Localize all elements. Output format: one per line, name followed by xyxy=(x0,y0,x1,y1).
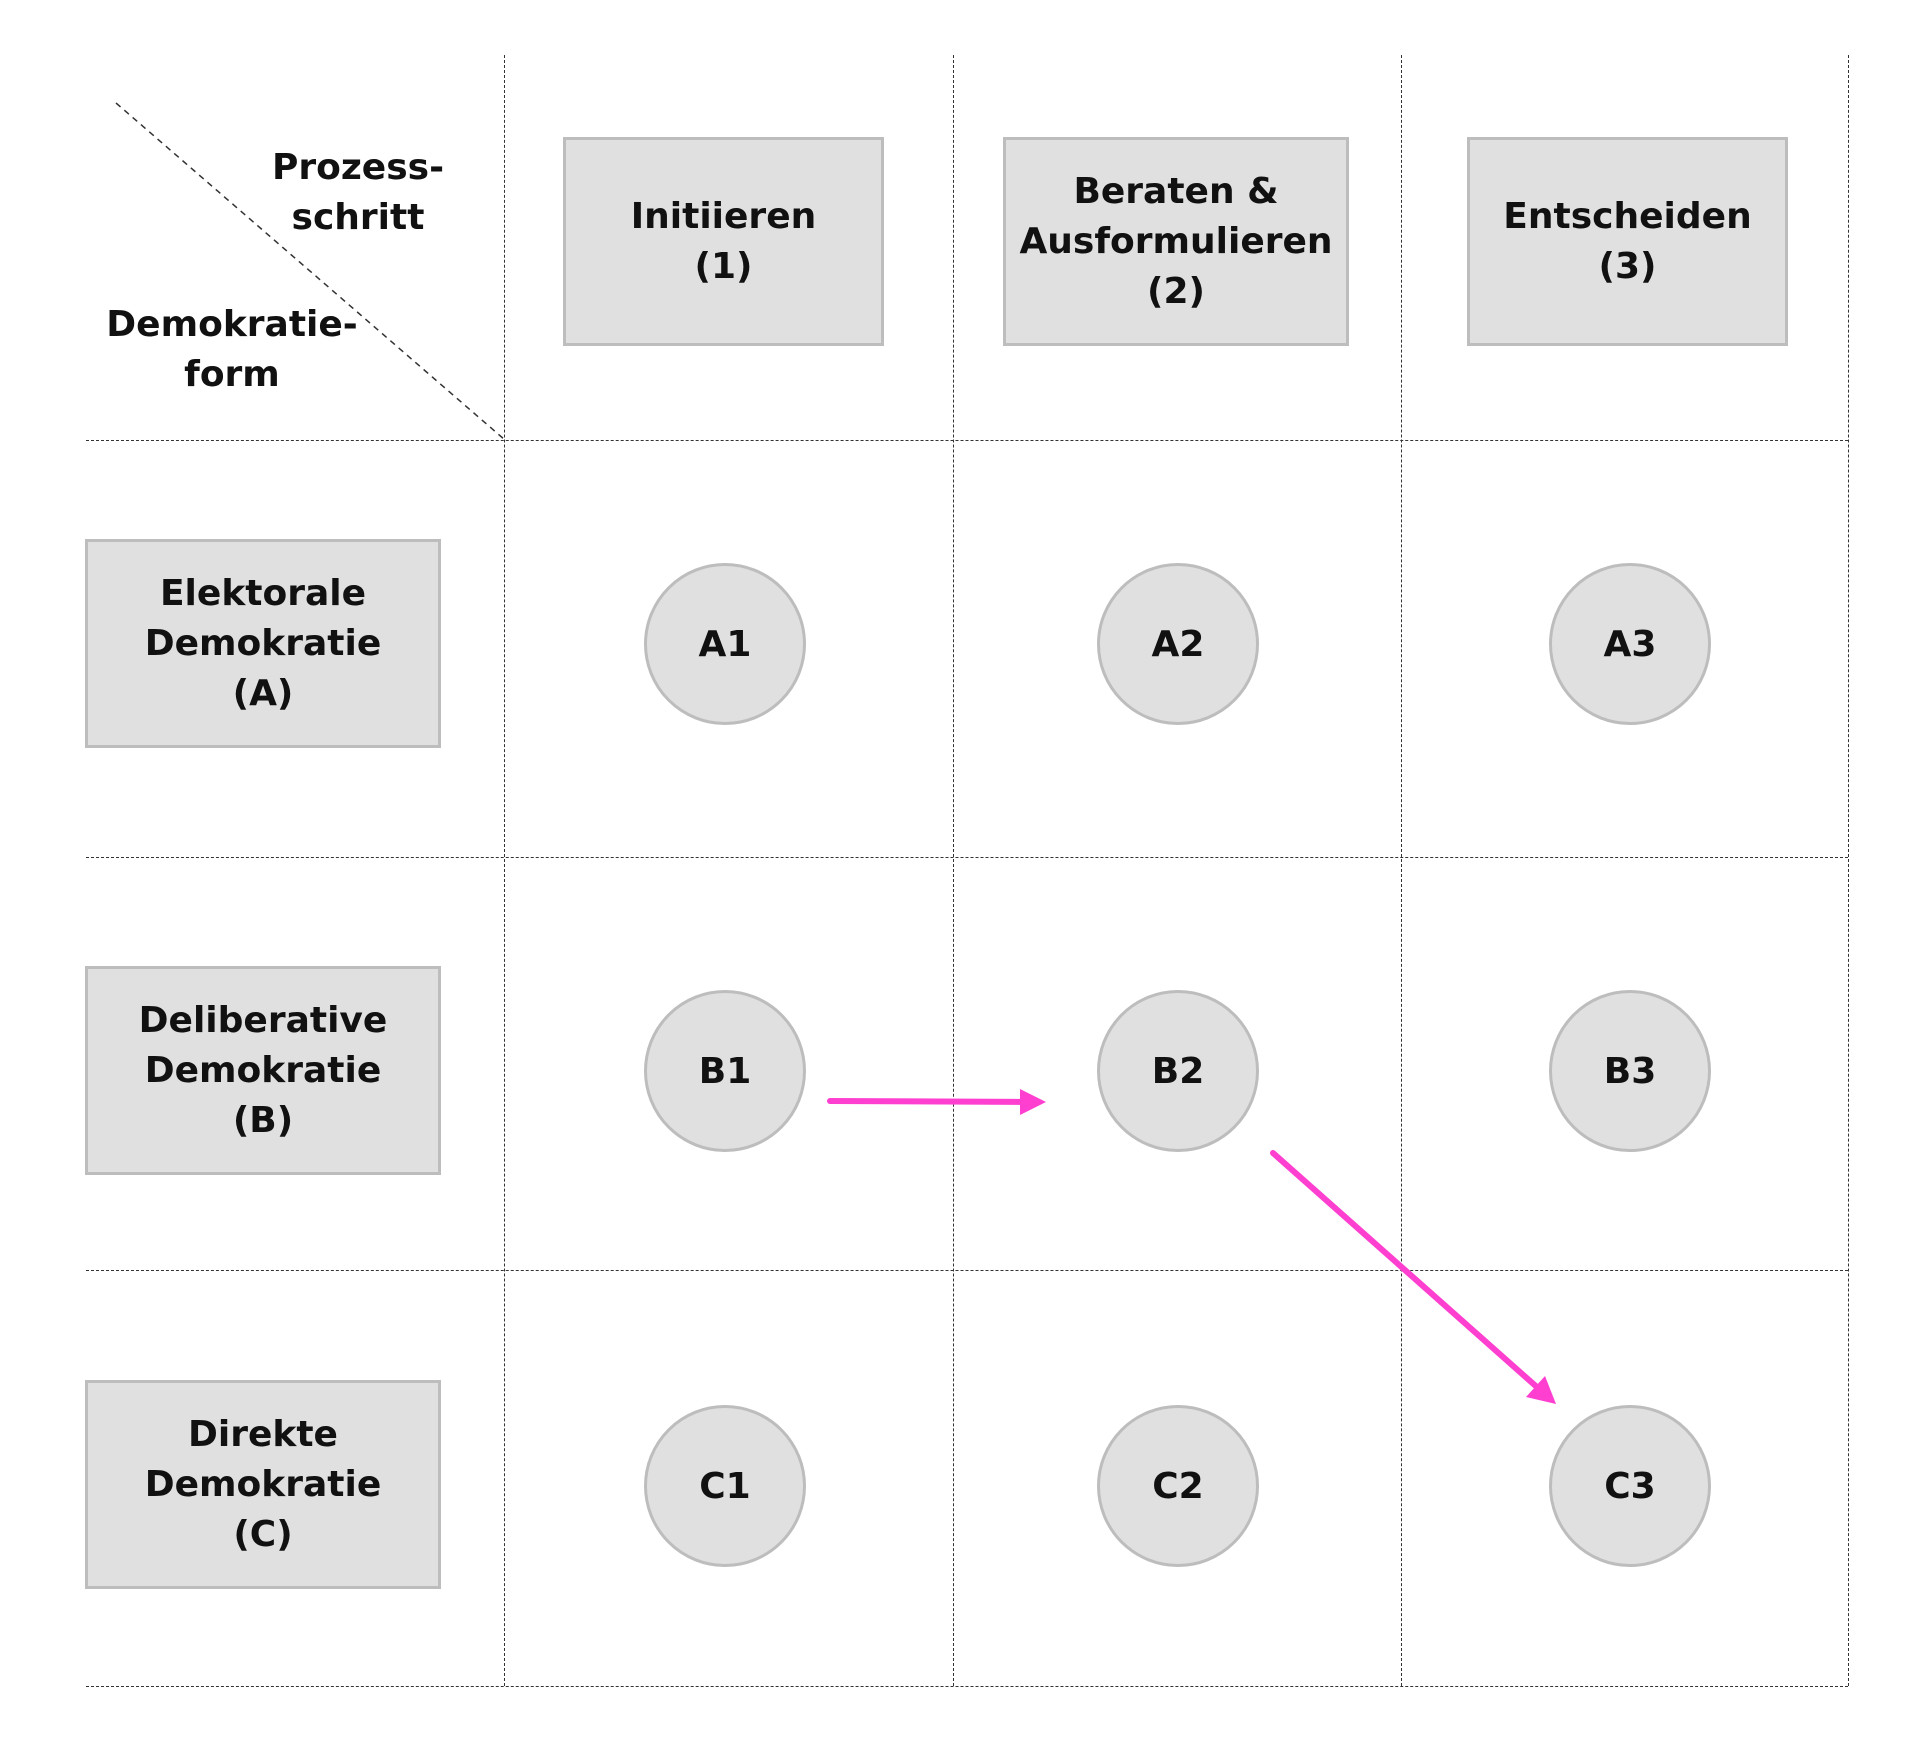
arrow-b1-to-b2-shaft xyxy=(827,1098,1033,1105)
node-b2: B2 xyxy=(1097,990,1259,1152)
node-c1: C1 xyxy=(644,1405,806,1567)
corner-label-democracy-form: Demokratie- form xyxy=(106,304,358,395)
grid-line-column-3-left xyxy=(1401,55,1402,1686)
node-b3: B3 xyxy=(1549,990,1711,1152)
row-header-deliberative-demokratie: Deliberative Demokratie (B) xyxy=(85,966,441,1175)
corner-label-process-step: Prozess- schritt xyxy=(271,147,445,238)
row-header-label: Elektorale Demokratie (A) xyxy=(144,572,382,714)
node-label: A3 xyxy=(1603,623,1657,665)
column-header-entscheiden: Entscheiden (3) xyxy=(1467,137,1788,346)
column-header-label: Beraten & Ausformulieren (2) xyxy=(1019,170,1333,312)
grid-line-row-a-bottom xyxy=(86,857,1848,858)
arrow-b1-to-b2-head xyxy=(1020,1089,1046,1115)
node-label: A1 xyxy=(698,623,752,665)
node-c3: C3 xyxy=(1549,1405,1711,1567)
node-label: C3 xyxy=(1604,1465,1656,1507)
node-a1: A1 xyxy=(644,563,806,725)
node-label: C1 xyxy=(699,1465,751,1507)
row-header-elektorale-demokratie: Elektorale Demokratie (A) xyxy=(85,539,441,748)
column-header-label: Entscheiden (3) xyxy=(1503,195,1752,287)
node-label: B3 xyxy=(1603,1050,1657,1092)
column-header-label: Initiieren (1) xyxy=(630,195,817,287)
column-header-initiieren: Initiieren (1) xyxy=(563,137,884,346)
row-header-label: Direkte Demokratie (C) xyxy=(144,1413,382,1555)
node-c2: C2 xyxy=(1097,1405,1259,1567)
column-header-beraten-ausformulieren: Beraten & Ausformulieren (2) xyxy=(1003,137,1349,346)
node-label: B1 xyxy=(698,1050,752,1092)
node-label: B2 xyxy=(1151,1050,1205,1092)
row-header-direkte-demokratie: Direkte Demokratie (C) xyxy=(85,1380,441,1589)
arrow-b2-to-c3-shaft xyxy=(1270,1150,1541,1391)
arrow-b2-to-c3-head xyxy=(1526,1376,1556,1404)
grid-line-row-c-bottom xyxy=(86,1686,1848,1687)
node-a3: A3 xyxy=(1549,563,1711,725)
node-b1: B1 xyxy=(644,990,806,1152)
grid-line-column-3-right xyxy=(1848,55,1849,1686)
arrow-b1-to-b2 xyxy=(827,1089,1046,1115)
grid-line-column-1-left xyxy=(504,55,505,1686)
arrow-b2-to-c3 xyxy=(1270,1150,1556,1404)
node-a2: A2 xyxy=(1097,563,1259,725)
row-header-label: Deliberative Demokratie (B) xyxy=(138,999,388,1141)
grid-line-row-b-bottom xyxy=(86,1270,1848,1271)
grid-line-header-bottom xyxy=(86,440,1848,441)
node-label: C2 xyxy=(1152,1465,1204,1507)
node-label: A2 xyxy=(1151,623,1205,665)
grid-line-column-2-left xyxy=(953,55,954,1686)
